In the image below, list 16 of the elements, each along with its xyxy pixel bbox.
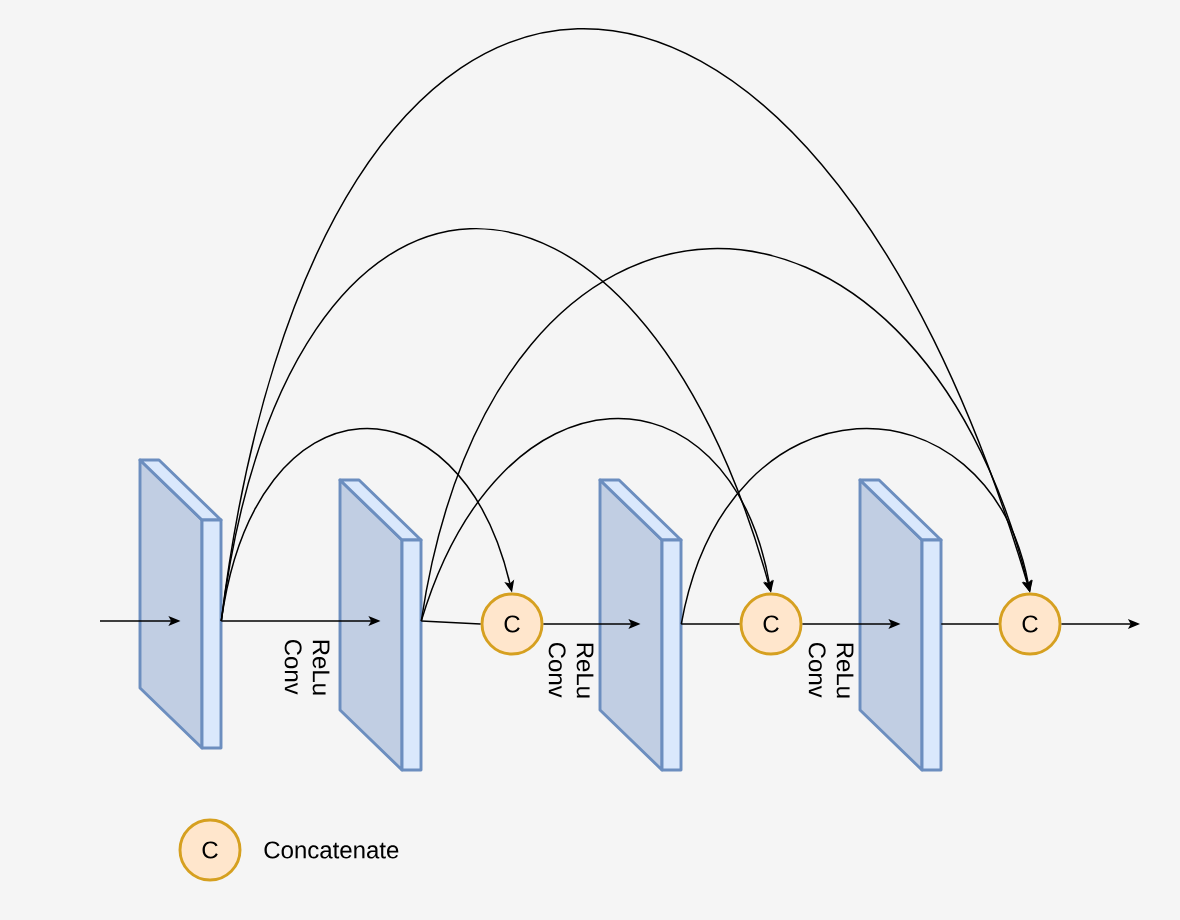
connector-line	[680, 623, 741, 625]
curved-arrow	[220, 28, 1032, 622]
edge-label: ReLu Conv	[547, 640, 595, 698]
curved-arrow	[680, 428, 1033, 625]
legend-letter: C	[202, 841, 218, 859]
layer-block	[138, 458, 223, 750]
layer-block	[858, 478, 943, 772]
connector-line	[940, 623, 1000, 625]
edge-label: ReLu Conv	[283, 637, 331, 695]
curved-arrow	[420, 248, 1033, 622]
layer-block	[598, 478, 683, 772]
layer-block	[338, 478, 423, 772]
curved-arrow	[420, 418, 774, 622]
connector-line	[420, 620, 482, 625]
legend-label: Concatenate	[264, 841, 399, 859]
edge-label: ReLu Conv	[807, 640, 855, 698]
